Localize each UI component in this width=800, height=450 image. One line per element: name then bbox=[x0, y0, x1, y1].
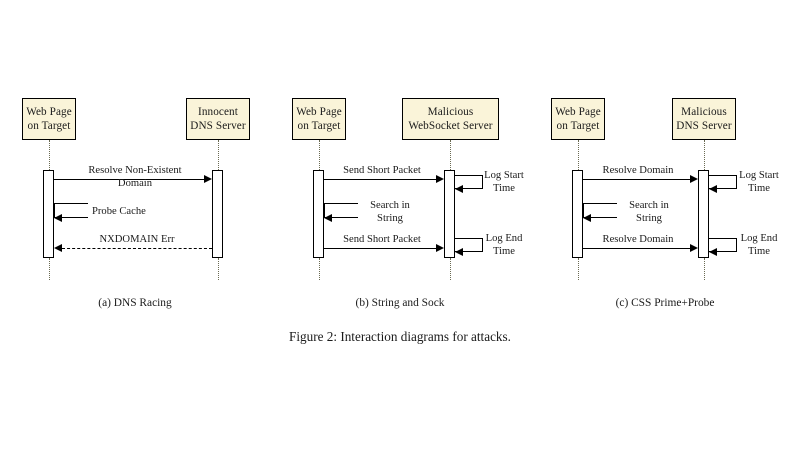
selfloop-log-start-time bbox=[455, 175, 483, 189]
lifeline-malicious-websocket-server-lower bbox=[450, 258, 451, 280]
activation-web-page-target bbox=[43, 170, 54, 258]
lifeline-web-page-target bbox=[49, 140, 50, 172]
lifeline-web-page-target-lower bbox=[49, 258, 50, 280]
lifeline-innocent-dns-server bbox=[218, 140, 219, 172]
message-line-nxdomain-err bbox=[62, 248, 212, 249]
activation-web-page-target bbox=[313, 170, 324, 258]
arrowhead-send-short-packet-1 bbox=[436, 175, 444, 183]
lifeline-malicious-dns-server-lower bbox=[704, 258, 705, 280]
actor-label-line2: on Target bbox=[556, 120, 600, 132]
actor-label-line1: Malicious bbox=[427, 105, 474, 118]
subcaption-css-prime-probe: (c) CSS Prime+Probe bbox=[615, 297, 715, 309]
arrowhead-log-end-time bbox=[709, 248, 717, 256]
message-label-search-in-string: Search in String bbox=[370, 200, 410, 224]
activation-malicious-websocket-server bbox=[444, 170, 455, 258]
activation-web-page-target bbox=[572, 170, 583, 258]
actor-label-line2: on Target bbox=[297, 120, 341, 132]
actor-label-line1: Web Page bbox=[296, 105, 342, 118]
arrowhead-log-start-time bbox=[455, 185, 463, 193]
selfloop-log-start-time bbox=[709, 175, 737, 189]
message-label-resolve-domain-2: Resolve Domain bbox=[602, 234, 674, 245]
actor-label-line1: Innocent bbox=[198, 105, 238, 118]
actor-web-page-target: Web Page on Target bbox=[22, 98, 76, 140]
message-label-probe-cache: Probe Cache bbox=[92, 206, 146, 217]
arrowhead-resolve-domain-1 bbox=[690, 175, 698, 183]
message-label-resolve-non-existent-domain: Resolve Non-Existent Domain bbox=[88, 165, 182, 189]
selfloop-search-in-string bbox=[324, 203, 358, 218]
message-label-log-start-time: Log Start Time bbox=[484, 170, 524, 194]
arrowhead-log-end-time bbox=[455, 248, 463, 256]
message-label-search-in-string: Search in String bbox=[629, 200, 669, 224]
subcaption-dns-racing: (a) DNS Racing bbox=[98, 297, 172, 309]
actor-label-line2: on Target bbox=[27, 120, 71, 132]
selfloop-log-end-time bbox=[455, 238, 483, 252]
message-label-resolve-domain-1: Resolve Domain bbox=[602, 165, 674, 176]
actor-label-line2: WebSocket Server bbox=[408, 120, 493, 132]
actor-label-line1: Malicious bbox=[681, 105, 727, 118]
message-label-send-short-packet-1: Send Short Packet bbox=[343, 165, 421, 176]
arrowhead-resolve-non-existent-domain bbox=[204, 175, 212, 183]
activation-innocent-dns-server bbox=[212, 170, 223, 258]
selfloop-log-end-time bbox=[709, 238, 737, 252]
lifeline-innocent-dns-server-lower bbox=[218, 258, 219, 280]
message-label-log-end-time: Log End Time bbox=[740, 233, 778, 257]
actor-label-line1: Web Page bbox=[26, 105, 72, 118]
subcaption-string-and-sock: (b) String and Sock bbox=[355, 297, 445, 309]
message-label-log-end-time: Log End Time bbox=[485, 233, 523, 257]
message-line-resolve-non-existent-domain bbox=[54, 179, 204, 180]
lifeline-web-page-target bbox=[319, 140, 320, 172]
arrowhead-nxdomain-err bbox=[54, 244, 62, 252]
actor-malicious-dns-server: Malicious DNS Server bbox=[672, 98, 736, 140]
message-label-nxdomain-err: NXDOMAIN Err bbox=[99, 234, 175, 245]
actor-label-line2: DNS Server bbox=[190, 120, 246, 132]
arrowhead-resolve-domain-2 bbox=[690, 244, 698, 252]
selfloop-probe-cache bbox=[54, 203, 88, 218]
message-label-log-start-time: Log Start Time bbox=[739, 170, 779, 194]
lifeline-web-page-target bbox=[578, 140, 579, 172]
arrowhead-probe-cache bbox=[54, 214, 62, 222]
actor-web-page-target: Web Page on Target bbox=[292, 98, 346, 140]
actor-label-line2: DNS Server bbox=[676, 120, 732, 132]
message-label-send-short-packet-2: Send Short Packet bbox=[343, 234, 421, 245]
activation-malicious-dns-server bbox=[698, 170, 709, 258]
lifeline-web-page-target-lower bbox=[578, 258, 579, 280]
actor-label-line1: Web Page bbox=[555, 105, 601, 118]
actor-innocent-dns-server: Innocent DNS Server bbox=[186, 98, 250, 140]
actor-web-page-target: Web Page on Target bbox=[551, 98, 605, 140]
lifeline-malicious-dns-server bbox=[704, 140, 705, 172]
lifeline-malicious-websocket-server bbox=[450, 140, 451, 172]
message-line-resolve-domain-1 bbox=[583, 179, 690, 180]
arrowhead-log-start-time bbox=[709, 185, 717, 193]
actor-malicious-websocket-server: Malicious WebSocket Server bbox=[402, 98, 499, 140]
selfloop-search-in-string bbox=[583, 203, 617, 218]
message-line-resolve-domain-2 bbox=[583, 248, 690, 249]
figure-caption: Figure 2: Interaction diagrams for attac… bbox=[289, 329, 511, 344]
lifeline-web-page-target-lower bbox=[319, 258, 320, 280]
message-line-send-short-packet-1 bbox=[324, 179, 436, 180]
arrowhead-search-in-string bbox=[583, 214, 591, 222]
arrowhead-search-in-string bbox=[324, 214, 332, 222]
message-line-send-short-packet-2 bbox=[324, 248, 436, 249]
arrowhead-send-short-packet-2 bbox=[436, 244, 444, 252]
